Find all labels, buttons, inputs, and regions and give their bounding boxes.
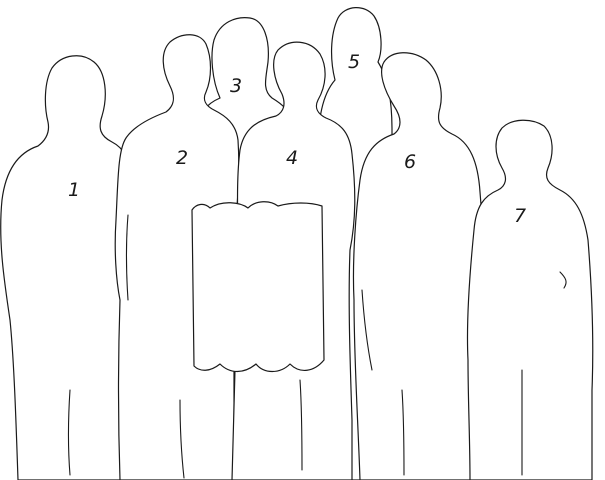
figure-4-number: 4 [286, 147, 298, 169]
figure-5-number: 5 [348, 51, 360, 73]
figure-6-number: 6 [404, 151, 416, 173]
figure-1-number: 1 [68, 179, 80, 201]
figure-3-number: 3 [230, 75, 242, 97]
figure-2-number: 2 [176, 147, 188, 169]
figure-1-silhouette [1, 56, 134, 480]
placard-silhouette [192, 202, 324, 372]
figure-7-number: 7 [514, 205, 526, 227]
figure-7-silhouette [467, 120, 592, 480]
